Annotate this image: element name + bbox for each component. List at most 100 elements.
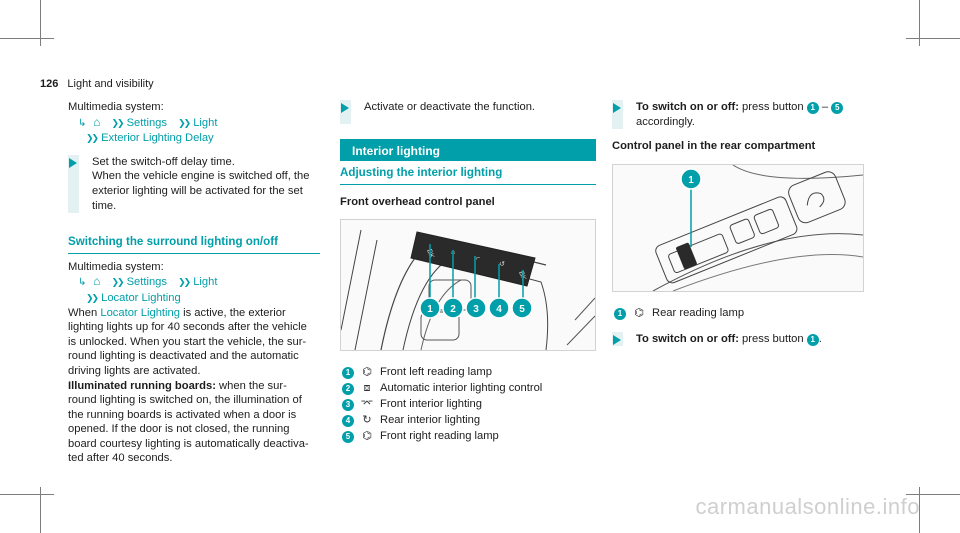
step-text: exterior lighting will be activated for … [92, 184, 303, 197]
step-arrow-icon [613, 103, 621, 113]
callout-5-label: 5 [519, 304, 525, 315]
step-text: When the vehicle engine is switched off,… [92, 170, 310, 183]
crumb-locator-lighting[interactable]: Locator Lighting [101, 291, 181, 304]
text: lighting lights up for 40 seconds after … [68, 321, 307, 334]
double-chevron-icon: ❯❯ [86, 133, 99, 144]
text: is unlocked. When you start the vehicle,… [68, 335, 307, 348]
text: To switch on or off: [636, 332, 739, 345]
text: . [818, 332, 822, 345]
crumb-settings[interactable]: Settings [126, 276, 167, 289]
double-chevron-icon: ❯❯ [178, 277, 191, 288]
legend-number: 3 [342, 399, 354, 412]
turn-arrow-icon: ↳ [78, 277, 87, 289]
rear-panel-illustration: 1 [652, 164, 864, 292]
step-arrow-icon [613, 334, 621, 345]
home-icon: ⌂ [93, 274, 101, 289]
text: – [818, 101, 832, 113]
turn-arrow-icon: ↳ [78, 117, 87, 129]
callout-1-label: 1 [688, 175, 694, 186]
legend-text: Front interior lighting [380, 398, 482, 411]
text: accordingly. [636, 115, 695, 128]
step-switch-front: To switch on or off: press button 1 – 5 … [612, 100, 864, 130]
callout-1-label: 1 [427, 304, 433, 315]
nav-path-exterior-delay: Multimedia system: ↳ ⌂ ❯❯Settings ❯❯Ligh… [68, 100, 320, 146]
paragraph-running-boards: Illuminated running boards: when the sur… [68, 379, 320, 467]
callout-2 [442, 297, 464, 319]
legend-item: 3⌤Front interior lighting [340, 397, 596, 413]
crumb-light[interactable]: Light [193, 276, 218, 289]
text: Illuminated running boards: [68, 379, 216, 392]
section-title-surround: Switching the surround lighting on/off [68, 235, 320, 254]
crumb-settings[interactable]: Settings [126, 116, 167, 129]
figure-front-overhead-panel: BK ⌂ ⌐ ↺ BK 1 2 3 4 5 [340, 219, 596, 352]
double-chevron-icon: ❯❯ [86, 292, 99, 303]
legend-rear-panel: 1⌬Rear reading lamp [612, 306, 864, 322]
legend-item: 1 ⌬ Front left reading lamp [340, 365, 596, 381]
step-text: Set the switch-off delay time. [92, 155, 235, 168]
home-icon: ⌂ [93, 114, 101, 129]
column-right: To switch on or off: press button 1 – 5 … [612, 100, 864, 347]
nav-path-locator: Multimedia system: ↳ ⌂ ❯❯Settings ❯❯Ligh… [68, 260, 320, 306]
page-header: 126 Light and visibility [40, 77, 154, 92]
legend-text: Front left reading lamp [380, 366, 492, 379]
reading-lamp-icon: ⌬ [362, 430, 372, 443]
legend-text: Rear reading lamp [652, 306, 745, 319]
legend-item: 2⧈Automatic interior lighting control [340, 381, 596, 397]
text: opened. If the door is not closed, the r… [68, 423, 290, 436]
text: press button [738, 101, 807, 113]
callout-1 [680, 168, 702, 190]
step-activate: Activate or deactivate the function. [340, 100, 596, 124]
callout-1 [419, 297, 441, 319]
callout-4 [488, 297, 510, 319]
legend-number: 1 [342, 367, 354, 380]
legend-number: 1 [614, 307, 626, 320]
double-chevron-icon: ❯❯ [111, 277, 124, 288]
button-ref-1: 1 [806, 102, 819, 114]
rear-interior-light-icon: ↻ [362, 414, 372, 427]
locator-lighting-link[interactable]: Locator Lighting [100, 306, 180, 319]
step-arrow-icon [69, 157, 77, 168]
legend-text: Automatic interior lighting control [380, 382, 543, 395]
step-set-delay: Set the switch-off delay time. When the … [68, 154, 320, 214]
svg-text:⌐: ⌐ [476, 255, 480, 262]
legend-text: Front right reading lamp [380, 430, 499, 443]
legend-item: 4 ↻ Rear interior lighting [340, 413, 596, 429]
legend-number: 5 [342, 431, 354, 444]
text: driving lights are activated. [68, 364, 201, 377]
button-ref-5: 5 [831, 102, 844, 114]
legend-text: Rear interior lighting [380, 414, 481, 427]
text: To switch on or off: [636, 101, 739, 113]
figure-rear-panel: 1 [612, 163, 864, 292]
subtitle-rear-panel: Control panel in the rear compartment [612, 140, 816, 153]
step-arrow-icon [341, 103, 349, 113]
legend-front-panel: 1 ⌬ Front left reading lamp 2⧈Automatic in… [340, 365, 596, 445]
column-middle: Activate or deactivate the function. Int… [340, 100, 596, 445]
banner-interior-lighting: Interior lighting [340, 139, 596, 161]
watermark: carmanualsonline.info [695, 494, 920, 519]
double-chevron-icon: ❯❯ [178, 117, 191, 128]
text: round lighting is deactivated and the au… [68, 350, 299, 363]
legend-number: 4 [342, 415, 354, 428]
legend-item: 5 ⌬ Front right reading lamp [340, 429, 596, 445]
crumb-exterior-lighting-delay[interactable]: Exterior Lighting Delay [101, 132, 214, 145]
double-chevron-icon: ❯❯ [111, 117, 124, 128]
svg-text:↺: ↺ [499, 261, 505, 268]
text: when the sur- [215, 379, 287, 392]
step-text: time. [92, 199, 117, 212]
nav-intro: Multimedia system: [68, 260, 164, 273]
reading-lamp-icon: ⌬ [362, 366, 372, 379]
text: press button [738, 332, 807, 345]
text: board courtesy lighting is automatically… [68, 437, 309, 450]
callout-3 [465, 297, 487, 319]
page-title: Light and visibility [67, 78, 154, 90]
nav-intro: Multimedia system: [68, 101, 164, 113]
subtitle-front-panel: Front overhead control panel [340, 195, 495, 208]
page-number: 126 [40, 78, 59, 90]
svg-text:BK: BK [517, 270, 527, 281]
crumb-light[interactable]: Light [193, 116, 218, 129]
legend-item: 1⌬Rear reading lamp [612, 306, 864, 322]
text: When [68, 306, 101, 319]
callout-3-label: 3 [473, 304, 479, 315]
callout-4-label: 4 [496, 304, 502, 315]
text: ted after 40 seconds. [68, 452, 173, 465]
